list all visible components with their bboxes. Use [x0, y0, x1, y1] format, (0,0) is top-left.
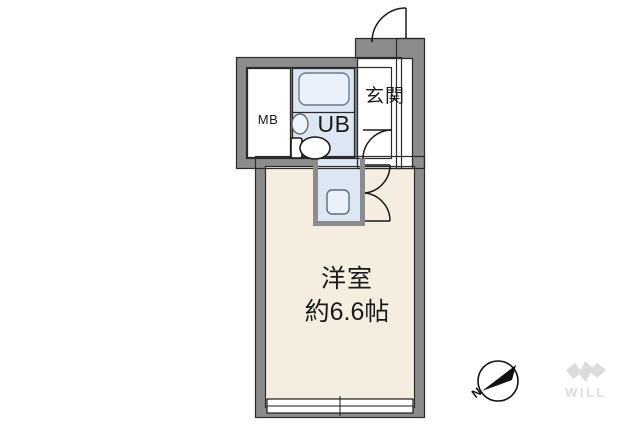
kitchen-door-arc-bottom — [364, 192, 391, 222]
wall-entrance-top — [355, 38, 425, 58]
kitchen-sink-basin — [326, 189, 350, 215]
kitchen-wall-bottom — [313, 221, 365, 226]
label-meter-box: MB — [258, 112, 279, 127]
compass-needle — [482, 365, 516, 391]
wall-outlines — [235, 37, 426, 419]
toilet — [290, 136, 331, 160]
bathtub — [298, 72, 350, 106]
compass-rose: N — [469, 360, 519, 402]
kitchen-sink — [326, 189, 350, 215]
will-logo-mark — [566, 361, 606, 382]
outline-upper-block — [235, 56, 403, 170]
will-logo-text: WILL — [565, 385, 607, 400]
kitchen-wall-edging — [313, 158, 365, 226]
kitchen-door-arc-top — [364, 164, 391, 194]
floor-meter-box — [247, 68, 291, 158]
label-room-name: 洋室 — [321, 265, 373, 293]
room-door — [362, 129, 393, 160]
room-door-arc — [362, 129, 393, 160]
floor-entrance — [358, 58, 412, 168]
outline-main-outer — [254, 155, 426, 419]
will-diamond-2 — [579, 361, 593, 382]
entry-door-arc — [371, 7, 407, 43]
washbasin-bowl — [291, 113, 309, 135]
label-unit-bath: UB — [318, 111, 351, 137]
will-watermark-logo: WILL — [565, 361, 607, 400]
partition-meter-box — [246, 67, 292, 159]
outline-entrance-top — [354, 37, 425, 59]
bathtub-basin — [298, 72, 350, 106]
will-diamond-1 — [566, 363, 582, 379]
label-room-area: 約6.6帖 — [305, 298, 390, 326]
washbasin — [291, 113, 309, 135]
kitchen-door — [364, 164, 391, 222]
label-entrance: 玄関 — [365, 85, 405, 107]
toilet-bowl — [299, 136, 331, 160]
kitchen-wall-left — [313, 158, 318, 226]
entry-door — [371, 7, 407, 43]
kitchen-wall-right — [360, 158, 365, 226]
will-diamond-3 — [589, 363, 606, 378]
balcony-window — [266, 396, 414, 416]
partition-entrance — [356, 57, 414, 170]
